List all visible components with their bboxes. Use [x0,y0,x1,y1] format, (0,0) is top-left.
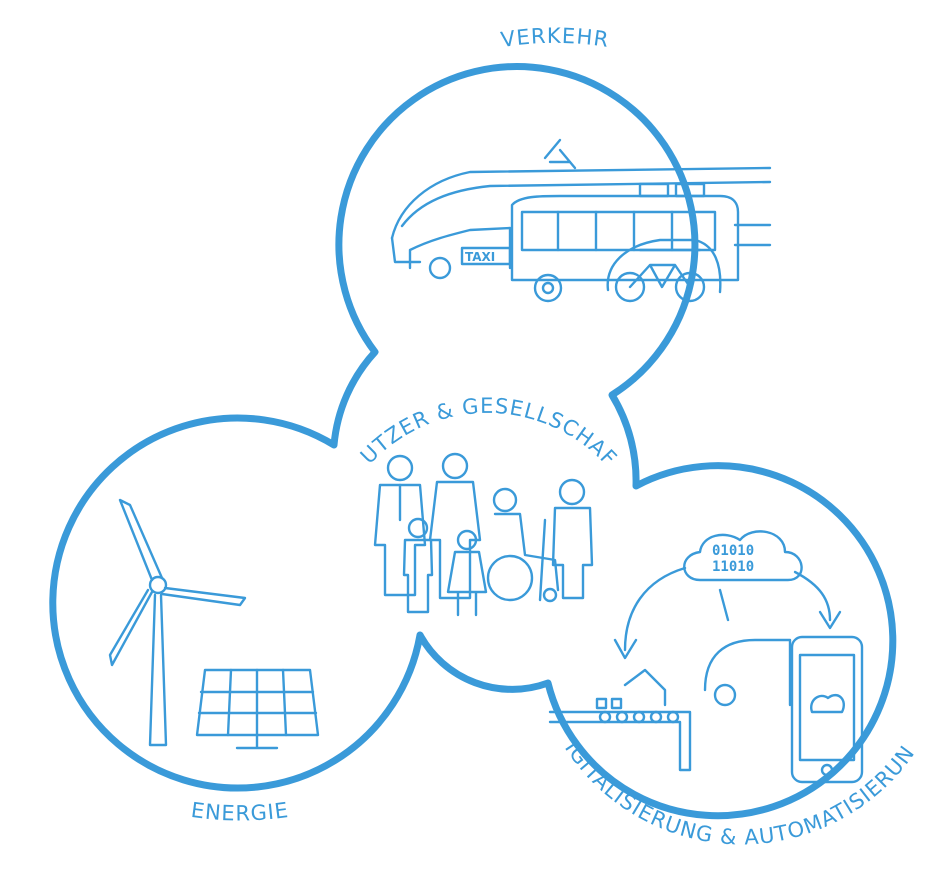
nutzer-section: NUTZER & GESELLSCHAFT [0,0,622,617]
arrows-icon [613,566,842,660]
verkehr-label: VERKEHR [499,24,611,52]
train-icon [390,138,772,264]
blob-outline [49,63,897,820]
smartphone-icon [790,635,864,784]
energie-label: ENERGIE [190,798,291,826]
digital-label: DIGITALISIERUNG & AUTOMATISIERUNG [0,0,919,849]
cloud-icon: 01010 11010 [683,530,803,582]
bicycle-icon [614,263,706,303]
verkehr-section: VERKEHR TAXI [390,24,772,303]
solar-panel-icon [195,668,320,750]
car-icon [606,238,722,294]
binary-text-2: 11010 [712,559,754,575]
bus-icon [510,194,740,303]
binary-text-1: 01010 [712,543,754,559]
taxi-icon: TAXI [408,226,512,280]
taxi-sign-text: TAXI [465,250,495,264]
digital-section: DIGITALISIERUNG & AUTOMATISIERUNG 01010 … [0,0,919,849]
people-group-icon [373,452,594,617]
nutzer-label: NUTZER & GESELLSCHAFT [0,0,622,471]
wind-turbine-icon [108,498,247,747]
energie-section: ENERGIE [108,498,320,826]
connected-car-icon [703,638,792,707]
robot-arm-conveyor-icon [548,668,692,772]
